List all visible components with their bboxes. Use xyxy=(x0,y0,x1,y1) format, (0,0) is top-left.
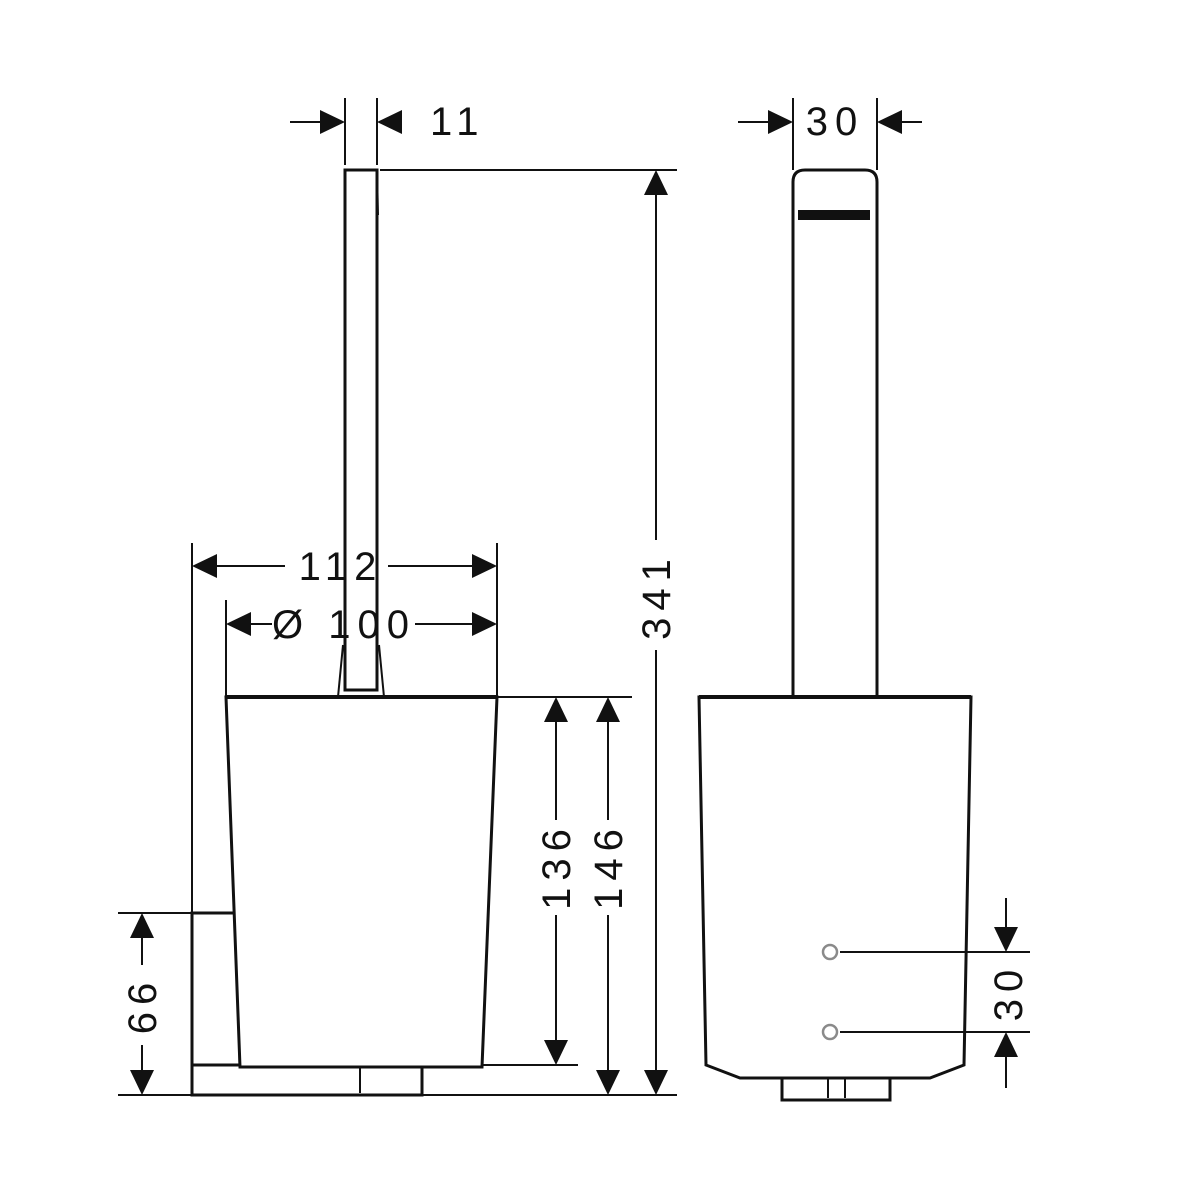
handle-edge xyxy=(376,169,379,216)
arrow-head xyxy=(994,1032,1018,1057)
arrow-head xyxy=(192,554,217,578)
arrow-head xyxy=(472,554,497,578)
dim-handle-depth: 30 xyxy=(738,98,922,170)
dim-bowl-height: 136 xyxy=(482,696,632,1066)
arrow-head xyxy=(596,1070,620,1095)
arrow-head xyxy=(320,110,345,134)
side-view xyxy=(190,168,499,1097)
arrow-head xyxy=(877,110,902,134)
dim-bowl-total-height: 146 xyxy=(587,697,631,1095)
dim-label-112: 112 xyxy=(299,545,384,589)
upper-mounting-hole xyxy=(821,943,839,961)
arrow-head xyxy=(768,110,793,134)
dim-rod-width: 11 xyxy=(290,98,486,165)
rod-lower-left xyxy=(337,644,344,698)
arrow-head xyxy=(377,110,402,134)
arrow-head xyxy=(472,612,497,636)
arrow-head xyxy=(130,913,154,938)
wall-bracket xyxy=(190,911,242,1067)
side-bowl xyxy=(224,695,499,1069)
base-plate xyxy=(190,1063,424,1097)
arrow-head xyxy=(226,612,251,636)
arrow-head xyxy=(130,1070,154,1095)
dim-label-66: 66 xyxy=(121,976,165,1035)
rod-lower-right xyxy=(378,644,385,698)
arrow-head xyxy=(644,170,668,195)
arrow-head xyxy=(596,697,620,722)
front-brush-handle xyxy=(791,168,879,695)
dim-label-30-top: 30 xyxy=(806,100,865,144)
dim-bowl-diameter: Ø 100 xyxy=(225,600,497,697)
lower-mounting-hole xyxy=(821,1023,839,1041)
arrow-head xyxy=(994,927,1018,952)
dim-overall-width: 112 xyxy=(191,543,498,913)
dim-label-30-holes: 30 xyxy=(987,963,1031,1022)
arrow-head xyxy=(544,697,568,722)
front-view xyxy=(697,168,973,1102)
dim-label-136: 136 xyxy=(535,822,579,910)
arrow-head xyxy=(644,1070,668,1095)
handle-slot xyxy=(798,210,870,220)
dim-bracket-height: 66 xyxy=(118,912,192,1096)
dim-label-341: 341 xyxy=(635,552,679,640)
side-brush-handle xyxy=(343,168,379,692)
dim-overall-height: 341 xyxy=(380,169,679,1096)
dim-hole-spacing: 30 xyxy=(840,898,1031,1088)
front-bowl xyxy=(697,695,973,1080)
dim-label-diameter-100: Ø 100 xyxy=(272,603,416,647)
dim-label-146: 146 xyxy=(587,822,631,910)
dim-label-11: 11 xyxy=(430,100,486,144)
arrow-head xyxy=(544,1040,568,1065)
